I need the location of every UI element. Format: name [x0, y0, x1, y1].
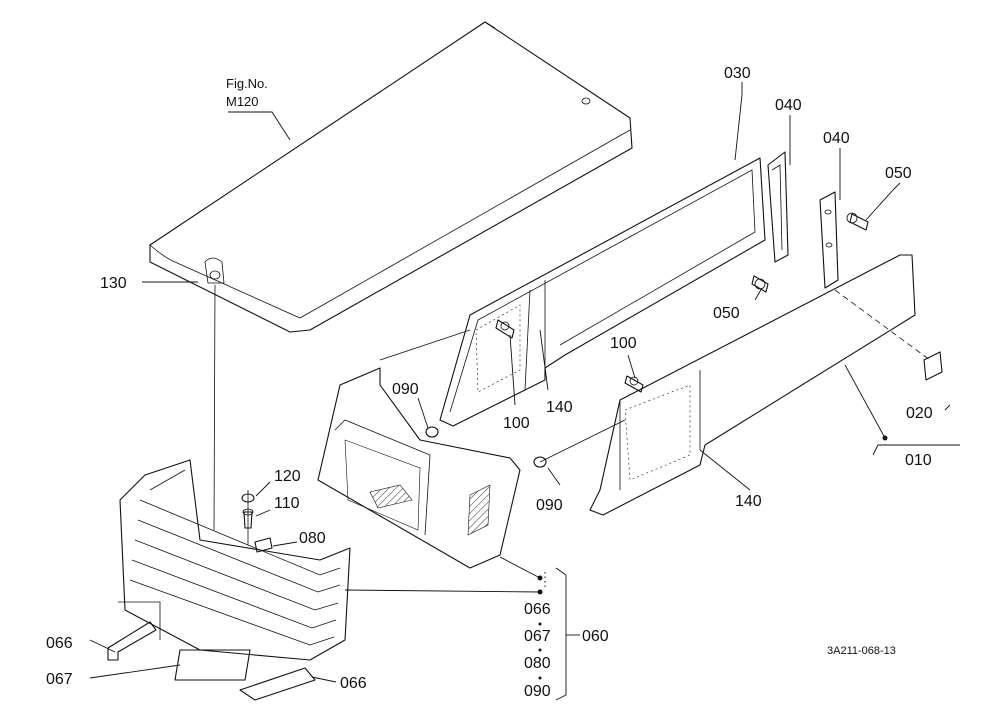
rubber-cushion — [923, 351, 943, 381]
grille-mount-box — [118, 601, 161, 640]
nut-090-right — [533, 456, 547, 468]
callout-050-lower: 050 — [713, 305, 740, 322]
callout-120: 120 — [274, 468, 301, 485]
clip-080 — [254, 537, 273, 553]
brace-dots — [537, 435, 888, 680]
grille-plate-bottom — [174, 649, 251, 681]
fig-ref-line2: M120 — [226, 94, 259, 109]
drawing-code: 3A211-068-13 — [827, 645, 896, 657]
callout-110: 110 — [274, 495, 300, 512]
callout-030: 030 — [724, 65, 751, 82]
rear-frame-panel — [439, 157, 766, 427]
callout-080-grille: 080 — [299, 530, 326, 547]
bolt-050-upper — [846, 212, 869, 231]
callout-060: 060 — [582, 628, 609, 645]
callout-090-list: 090 — [524, 683, 551, 700]
callout-080-list: 080 — [524, 655, 551, 672]
callout-090-right: 090 — [536, 497, 563, 514]
side-pillar-right — [819, 191, 839, 289]
grille-bracket-right — [239, 667, 316, 701]
side-pillar-left — [767, 151, 789, 263]
bolt-100-left — [495, 319, 515, 339]
grille-bracket-left — [107, 621, 157, 661]
callout-090-left: 090 — [392, 381, 419, 398]
fig-ref-line1: Fig.No. — [226, 76, 268, 91]
front-grille — [119, 459, 351, 661]
callout-050-upper: 050 — [885, 165, 912, 182]
callout-100-right: 100 — [610, 335, 637, 352]
callout-067-list: 067 — [524, 628, 551, 645]
callout-067-left: 067 — [46, 671, 73, 688]
nut-090-left — [425, 426, 439, 438]
callout-040-right: 040 — [823, 130, 850, 147]
callout-130: 130 — [100, 275, 127, 292]
callout-140-left: 140 — [546, 399, 573, 416]
side-cover-panel — [589, 254, 931, 516]
callout-066-list: 066 — [524, 601, 551, 618]
callout-066-right: 066 — [340, 675, 367, 692]
bolt-050-lower — [751, 275, 769, 293]
leader-lines — [89, 82, 960, 701]
bolt-100-right — [624, 375, 644, 393]
alignment-lines — [213, 284, 626, 590]
bonnet-top — [149, 21, 633, 333]
figure-reference: Fig.No. M120 — [226, 76, 268, 109]
callout-040-left: 040 — [775, 97, 802, 114]
callout-140-right: 140 — [735, 493, 762, 510]
front-frame — [317, 367, 521, 569]
callout-100-left: 100 — [503, 415, 530, 432]
callout-066-left: 066 — [46, 635, 73, 652]
callout-010: 010 — [905, 452, 932, 469]
callout-020: 020 — [906, 405, 933, 422]
